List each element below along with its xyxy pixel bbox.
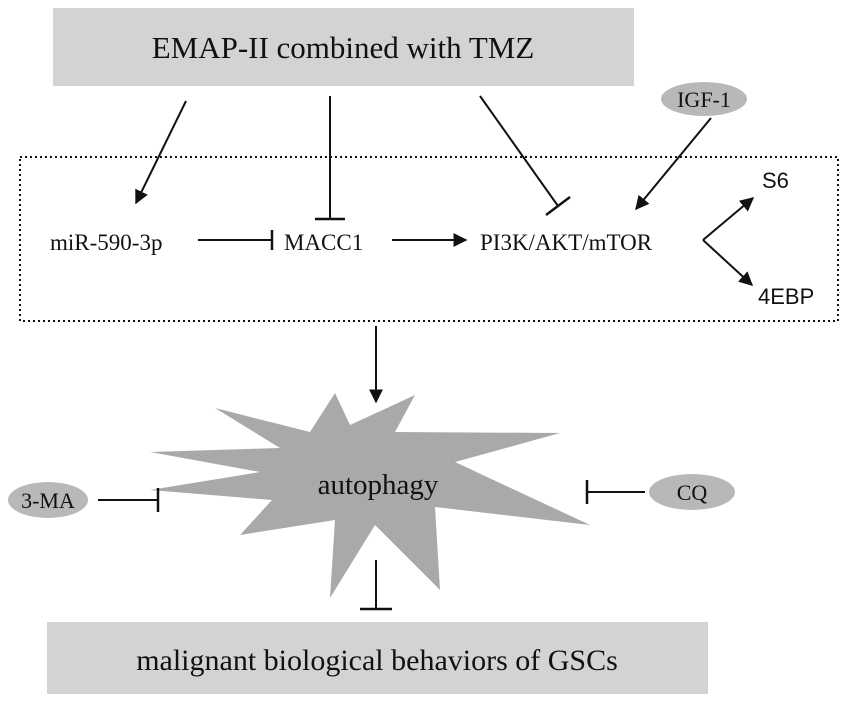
3ma-ellipse <box>8 482 88 518</box>
s6-label: S6 <box>762 168 789 193</box>
inhibit-top-to-pi3k-bar <box>545 196 571 216</box>
cq-ellipse <box>649 474 735 510</box>
top-box <box>53 8 634 86</box>
pathway-frame <box>19 156 839 322</box>
top-box-label: EMAP-II combined with TMZ <box>152 30 535 65</box>
macc1-label: MACC1 <box>284 230 363 255</box>
autophagy-starburst <box>150 393 590 598</box>
4ebp-label: 4EBP <box>758 284 814 309</box>
autophagy-label: autophagy <box>318 469 439 501</box>
cq-label: CQ <box>677 480 708 505</box>
inhibit-top-to-pi3k <box>479 95 559 207</box>
bottom-box-label: malignant biological behaviors of GSCs <box>136 644 618 677</box>
arrow-top-to-mirna <box>135 100 187 205</box>
3ma-label: 3-MA <box>21 488 75 513</box>
mirna-label: miR-590-3p <box>50 230 162 255</box>
pi3k-label: PI3K/AKT/mTOR <box>480 230 653 255</box>
bottom-box <box>47 622 708 694</box>
arrow-pi3k-to-4ebp <box>702 239 754 286</box>
arrow-pi3k-to-s6 <box>702 197 755 241</box>
igf1-label: IGF-1 <box>677 87 731 112</box>
arrow-igf1-to-pi3k <box>635 117 712 211</box>
igf1-ellipse <box>661 82 747 116</box>
